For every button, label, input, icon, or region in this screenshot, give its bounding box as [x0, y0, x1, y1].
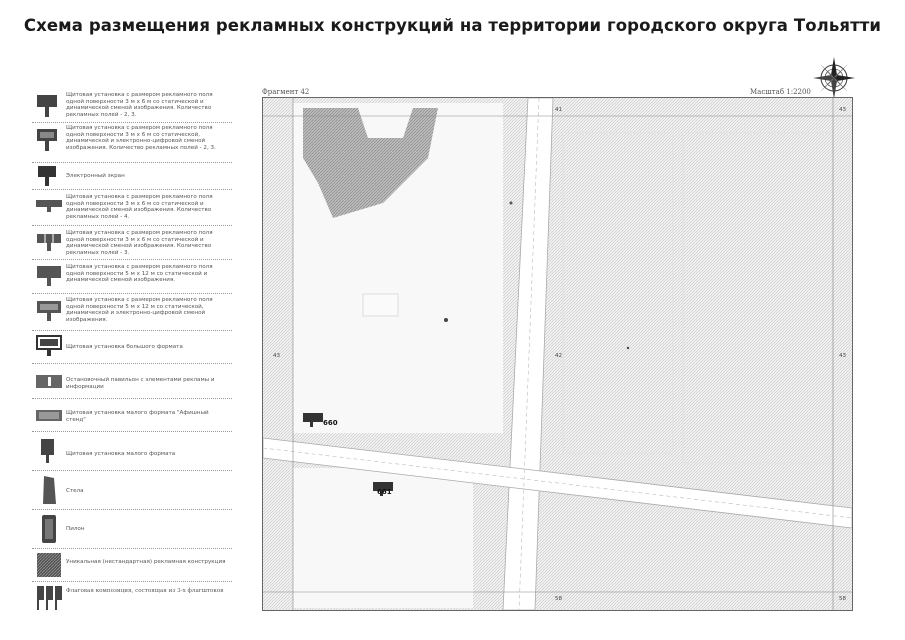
legend-text: Флаговая композиция, состоящая из 3-х фл…: [66, 588, 224, 594]
small-format-billboard-icon: [36, 410, 62, 421]
legend-text: Щитовая установка малого формата "Афишны…: [66, 410, 209, 423]
large-format-billboard-icon: [36, 335, 62, 356]
billboard-3-fields-icon: [37, 234, 61, 251]
billboard-5x12-digital-icon: [37, 301, 61, 321]
legend-text: Уникальная (нестандартная) рекламная кон…: [66, 559, 226, 565]
grid-label: 42: [555, 353, 562, 359]
billboard-4-fields-icon: [36, 200, 62, 212]
legend-item: Щитовая установка с размером рекламного …: [32, 123, 232, 163]
territory-block: [562, 132, 674, 454]
legend-text: Щитовая установка с размером рекламного …: [66, 92, 213, 118]
grid-label: 58: [555, 596, 562, 602]
grid-label: 58: [839, 596, 846, 602]
legend-item: Стела: [32, 471, 232, 510]
legend-item: Уникальная (нестандартная) рекламная кон…: [32, 549, 232, 582]
legend-item: Щитовая установка с размером рекламного …: [32, 226, 232, 260]
legend-item: Щитовая установка с размером рекламного …: [32, 190, 232, 226]
compass-rose-icon: [813, 57, 855, 99]
grid-label: 41: [555, 107, 562, 113]
legend-item: Остановочный павильон с элементами рекла…: [32, 364, 232, 399]
legend-text: Щитовая установка большого формата: [66, 344, 183, 350]
map-fragment[interactable]: 41 42 43 43 43 58 58 660 661: [262, 97, 853, 611]
billboard-5x12-static-dynamic-icon: [37, 266, 61, 286]
legend-text: Электронный экран: [66, 173, 125, 179]
billboard-3x6-digital-icon: [37, 129, 57, 151]
pylon-icon: [42, 515, 56, 543]
legend-item: Электронный экран: [32, 163, 232, 190]
billboard-marker-icon: [373, 482, 393, 496]
legend-text: Щитовая установка с размером рекламного …: [66, 297, 213, 323]
unique-construction-icon: [37, 553, 61, 577]
marker-label[interactable]: 660: [323, 419, 338, 427]
marker-label[interactable]: 661: [377, 488, 392, 496]
legend-text: Щитовая установка с размером рекламного …: [66, 194, 213, 220]
legend-text: Щитовая установка с размером рекламного …: [66, 230, 213, 256]
legend-item: Щитовая установка с размером рекламного …: [32, 90, 232, 123]
territory-block: [682, 132, 834, 464]
grid-label: 43: [273, 353, 280, 359]
billboard-marker-icon: [303, 413, 323, 427]
legend-item: Флаговая композиция, состоящая из 3-х фл…: [32, 582, 232, 612]
page-title: Схема размещения рекламных конструкций н…: [23, 16, 882, 35]
stele-icon: [43, 476, 56, 504]
scale-label: Масштаб 1:2200: [750, 88, 811, 96]
map-canvas: [263, 98, 852, 610]
building: [303, 108, 438, 218]
legend-item: Щитовая установка малого формата "Афишны…: [32, 399, 232, 432]
legend-text: Остановочный павильон с элементами рекла…: [66, 377, 215, 390]
grid-label: 43: [839, 353, 846, 359]
legend-text: Щитовая установка малого формата: [66, 451, 176, 457]
building: [362, 293, 399, 317]
bus-stop-pavilion-icon: [36, 375, 62, 388]
legend-item: Пилон: [32, 510, 232, 549]
legend-item: Щитовая установка большого формата: [32, 331, 232, 364]
grid-label: 43: [839, 107, 846, 113]
electronic-screen-icon: [38, 166, 56, 186]
flag-composition-icon: [37, 586, 62, 610]
legend-item: Щитовая установка с размером рекламного …: [32, 260, 232, 294]
legend-text: Щитовая установка с размером рекламного …: [66, 264, 213, 284]
legend-text: Пилон: [66, 526, 85, 532]
small-billboard-icon: [41, 439, 54, 463]
billboard-3x6-static-dynamic-icon: [37, 95, 57, 117]
legend-text: Стела: [66, 488, 84, 494]
legend-item: Щитовая установка малого формата: [32, 432, 232, 471]
legend-item: Щитовая установка с размером рекламного …: [32, 294, 232, 331]
legend-text: Щитовая установка с размером рекламного …: [66, 125, 216, 151]
fragment-label: Фрагмент 42: [262, 88, 310, 96]
